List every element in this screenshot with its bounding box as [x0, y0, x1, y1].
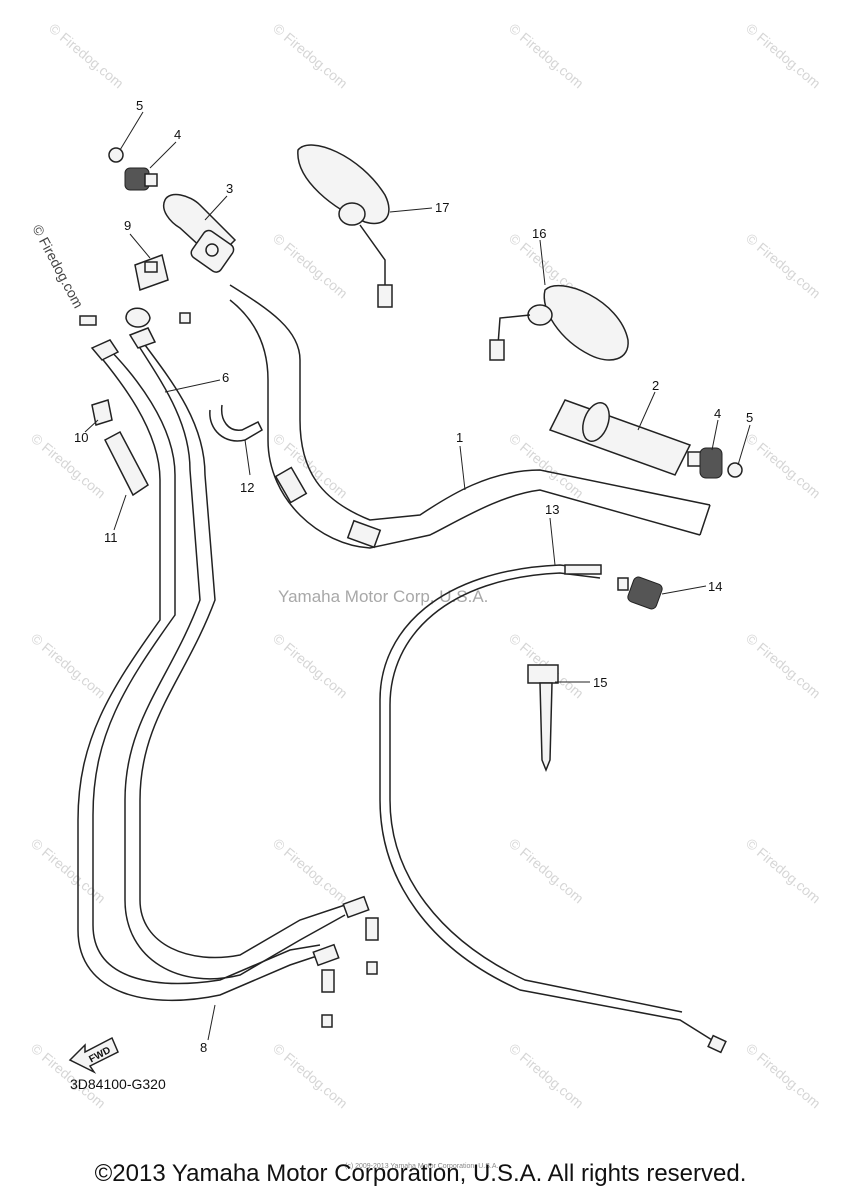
clutch-cable: [379, 564, 727, 1054]
watermark: © Firedog.com: [743, 835, 824, 906]
watermark: © Firedog.com: [46, 20, 127, 91]
grip-right: [548, 399, 692, 476]
watermark: © Firedog.com: [28, 630, 109, 701]
callouts: 1 2 3 4 4 5 5 6 8 9 10 11 12 13 14 15 16…: [74, 98, 753, 1055]
center-watermark: Yamaha Motor Corp, U.S.A.: [278, 587, 488, 606]
bracket: [209, 404, 263, 442]
callout-5-left: 5: [136, 98, 143, 113]
tiny-copyright: (c) 2009-2013 Yamaha Motor Corporation, …: [345, 1163, 499, 1170]
watermark: © Firedog.com: [270, 20, 351, 91]
callout-14: 14: [708, 579, 722, 594]
callout-6: 6: [222, 370, 229, 385]
callout-15: 15: [593, 675, 607, 690]
callout-8: 8: [200, 1040, 207, 1055]
watermark: © Firedog.com: [506, 430, 587, 501]
watermark: © Firedog.com: [743, 630, 824, 701]
end-weight-left: [124, 167, 158, 191]
callout-17: 17: [435, 200, 449, 215]
watermark: © Firedog.com: [506, 1040, 587, 1111]
watermark: © Firedog.com: [28, 835, 109, 906]
callout-3: 3: [226, 181, 233, 196]
callout-9: 9: [124, 218, 131, 233]
watermark: © Firedog.com: [506, 835, 587, 906]
callout-11: 11: [104, 530, 118, 545]
cable-tie: [527, 664, 559, 773]
watermark: © Firedog.com: [270, 835, 351, 906]
union-bolts: [79, 307, 191, 328]
grip-left: [163, 193, 237, 273]
callout-12: 12: [240, 480, 254, 495]
callout-1: 1: [456, 430, 463, 445]
callout-13: 13: [545, 502, 559, 517]
callout-4-left: 4: [174, 127, 181, 142]
watermark: © Firedog.com: [28, 430, 109, 501]
callout-2: 2: [652, 378, 659, 393]
watermark: © Firedog.com: [270, 230, 351, 301]
callout-10: 10: [74, 430, 88, 445]
fwd-arrow-icon: FWD: [68, 1036, 119, 1074]
watermark: © Firedog.com: [506, 20, 587, 91]
diagram-code: 3D84100-G320: [70, 1076, 166, 1092]
hose-holder: [134, 254, 169, 291]
end-weight-right: [687, 447, 723, 479]
watermark: © Firedog.com: [743, 1040, 824, 1111]
watermark-dark: © Firedog.com: [29, 222, 86, 311]
watermark: © Firedog.com: [743, 230, 824, 301]
watermark: © Firedog.com: [743, 20, 824, 91]
callout-5-right: 5: [746, 410, 753, 425]
washer-left: [108, 147, 124, 163]
footer-copyright: ©2013 Yamaha Motor Corporation, U.S.A. A…: [94, 1160, 747, 1187]
leader-lines: [84, 111, 751, 1041]
cable-adjuster: [617, 576, 663, 610]
brake-hose: [77, 327, 379, 1028]
mirror-right: [489, 284, 629, 361]
watermark: © Firedog.com: [743, 430, 824, 501]
handlebar: [229, 284, 711, 549]
clamp: [91, 399, 113, 426]
washer-right: [727, 462, 743, 478]
callout-4-right: 4: [714, 406, 721, 421]
mirror-left: [297, 144, 393, 308]
watermark: © Firedog.com: [270, 630, 351, 701]
callout-16: 16: [532, 226, 546, 241]
watermark: © Firedog.com: [270, 1040, 351, 1111]
hose-guide: [103, 430, 149, 497]
